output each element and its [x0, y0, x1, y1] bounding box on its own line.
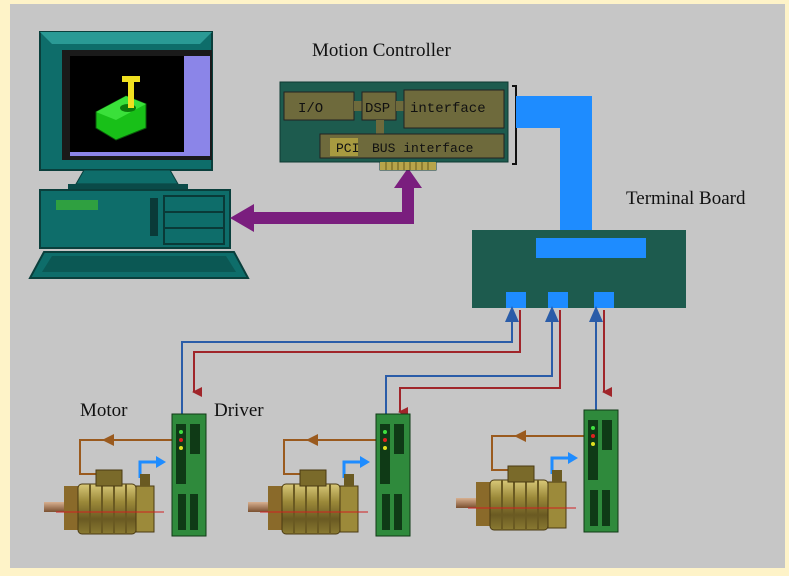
- pci-label: PCI: [336, 141, 359, 156]
- command-line-1: [192, 310, 521, 397]
- io-chip-label: I/O: [298, 101, 323, 117]
- computer-icon: [28, 31, 250, 279]
- dsp-chip: [361, 91, 397, 121]
- motor-icon: [44, 469, 164, 535]
- motor-label: Motor: [80, 400, 128, 421]
- io-chip: [283, 91, 355, 121]
- motor-icon: [248, 469, 368, 535]
- motor-icon: [456, 465, 576, 531]
- motion-controller-card: I/O DSP interface PCI BUS interface: [279, 81, 517, 171]
- driver-label: Driver: [214, 400, 264, 421]
- feedback-line-1: [181, 312, 513, 414]
- motor-driver-unit-2: [248, 413, 411, 537]
- terminal-port-1: [506, 292, 526, 308]
- terminal-port-3: [594, 292, 614, 308]
- motor-driver-unit-3: [456, 409, 619, 533]
- driver-icon: [171, 413, 207, 537]
- pci-link-arrow: [230, 168, 422, 232]
- driver-icon: [583, 409, 619, 533]
- bus-interface-label: BUS interface: [372, 141, 473, 156]
- interface-chip: [403, 89, 505, 129]
- driver-icon: [375, 413, 411, 537]
- motor-driver-unit-1: [44, 413, 207, 537]
- controller-terminal-cable: [516, 96, 646, 258]
- feedback-line-2: [385, 312, 553, 414]
- motion-controller-label: Motion Controller: [312, 40, 451, 61]
- terminal-board-label: Terminal Board: [626, 188, 746, 209]
- dsp-chip-label: DSP: [365, 101, 390, 117]
- interface-chip-label: interface: [410, 101, 486, 117]
- terminal-port-2: [548, 292, 568, 308]
- command-line-2: [398, 310, 561, 417]
